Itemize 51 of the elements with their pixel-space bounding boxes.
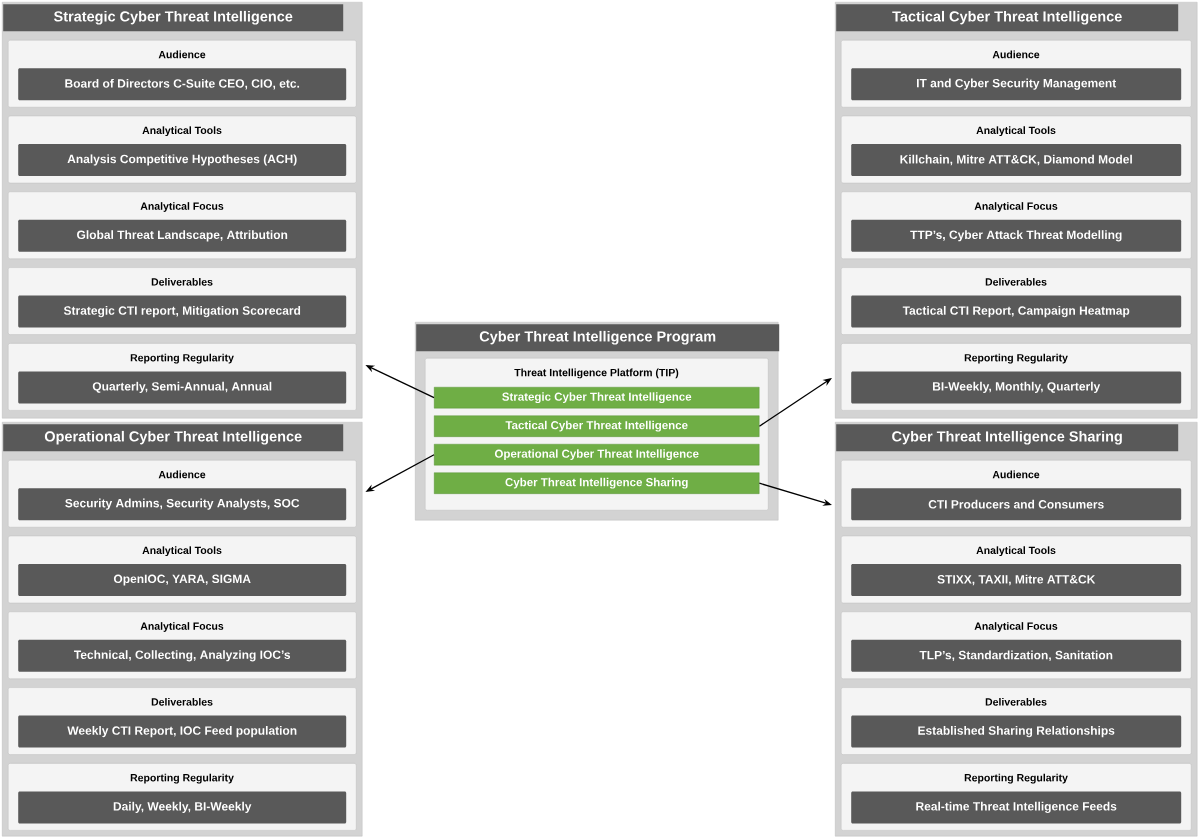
value-box: Global Threat Landscape, Attribution	[18, 219, 347, 252]
program-box: Tactical Cyber Threat Intelligence	[434, 415, 760, 437]
card-heading: Reporting Regularity	[130, 353, 234, 364]
card-heading: Analytical Focus	[974, 202, 1058, 212]
card-heading: Analytical Tools	[142, 126, 222, 137]
value-box: STIXX, TAXII, Mitre ATT&CK	[851, 564, 1182, 596]
program-box: Cyber Threat Intelligence Sharing	[434, 472, 760, 494]
value-box: Security Admins, Security Analysts, SOC	[18, 488, 347, 521]
card-heading: Threat Intelligence Platform (TIP)	[514, 368, 679, 379]
card-heading: Deliverables	[151, 277, 213, 286]
program-box: Strategic Cyber Threat Intelligence	[434, 387, 760, 409]
value-box: Daily, Weekly, BI-Weekly	[18, 791, 347, 824]
card-heading: Audience	[992, 50, 1040, 59]
value-box: Weekly CTI Report, IOC Feed population	[18, 715, 347, 748]
card-heading: Audience	[158, 50, 206, 59]
card-heading: Reporting Regularity	[964, 773, 1068, 784]
card-heading: Reporting Regularity	[130, 773, 234, 784]
value-box: Quarterly, Semi-Annual, Annual	[18, 371, 347, 404]
value-box: TTP’s, Cyber Attack Threat Modelling	[851, 219, 1182, 252]
arrow	[758, 378, 832, 427]
panel-header: Cyber Threat Intelligence Sharing	[836, 424, 1179, 452]
value-box: Established Sharing Relationships	[851, 715, 1182, 748]
value-box: Real-time Threat Intelligence Feeds	[851, 791, 1182, 824]
value-box: Technical, Collecting, Analyzing IOC’s	[18, 639, 347, 672]
value-box: TLP’s, Standardization, Sanitation	[851, 639, 1182, 672]
card-heading: Reporting Regularity	[964, 353, 1068, 364]
value-box: CTI Producers and Consumers	[851, 488, 1182, 521]
value-box: Killchain, Mitre ATT&CK, Diamond Model	[851, 144, 1182, 176]
card-heading: Analytical Focus	[140, 202, 224, 212]
card-heading: Deliverables	[151, 697, 213, 706]
panel-header: Strategic Cyber Threat Intelligence	[3, 4, 344, 32]
card-heading: Analytical Tools	[976, 126, 1056, 137]
program-box: Operational Cyber Threat Intelligence	[434, 444, 760, 466]
panel-header: Operational Cyber Threat Intelligence	[3, 424, 344, 452]
card-heading: Analytical Tools	[976, 546, 1056, 557]
card-heading: Deliverables	[985, 277, 1047, 286]
card-heading: Analytical Tools	[142, 546, 222, 557]
value-box: Analysis Competitive Hypotheses (ACH)	[18, 144, 347, 176]
value-box: Strategic CTI report, Mitigation Scorecard	[18, 295, 347, 328]
value-box: OpenIOC, YARA, SIGMA	[18, 564, 347, 596]
card-heading: Audience	[158, 470, 206, 479]
value-box: BI-Weekly, Monthly, Quarterly	[851, 371, 1182, 404]
panel-header: Tactical Cyber Threat Intelligence	[836, 4, 1179, 32]
card-heading: Analytical Focus	[140, 622, 224, 632]
panel-header: Cyber Threat Intelligence Program	[416, 324, 780, 352]
card-heading: Audience	[992, 470, 1040, 479]
value-box: IT and Cyber Security Management	[851, 68, 1182, 101]
card-heading: Deliverables	[985, 697, 1047, 706]
card-heading: Analytical Focus	[974, 622, 1058, 632]
value-box: Tactical CTI Report, Campaign Heatmap	[851, 295, 1182, 328]
value-box: Board of Directors C-Suite CEO, CIO, etc.	[18, 68, 347, 101]
